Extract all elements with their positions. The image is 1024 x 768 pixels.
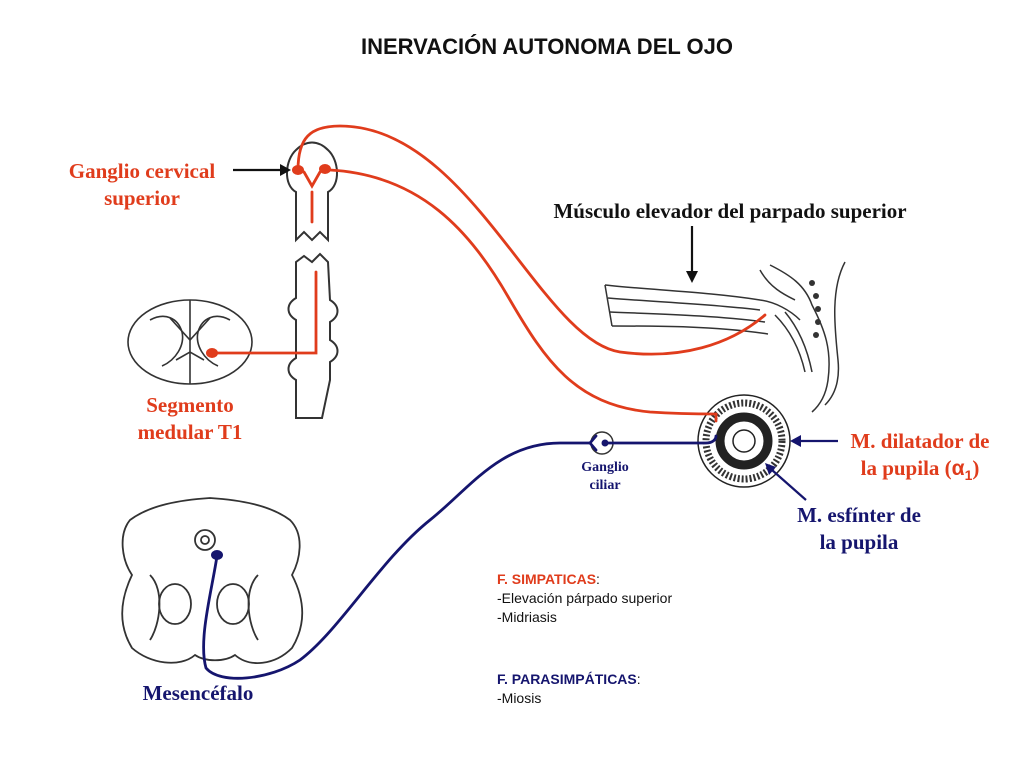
label-ganglio-ciliar-line2: ciliar (589, 478, 621, 493)
label-dilatador-line1: M. dilatador de (850, 429, 990, 453)
legend-parasimpaticas-heading: F. PARASIMPÁTICAS: (497, 670, 641, 689)
label-esfinter-line1: M. esfínter de (797, 503, 921, 527)
label-mesencefalo-text: Mesencéfalo (142, 681, 254, 705)
label-dilatador-line2-text: la pupila ( (860, 456, 952, 480)
levator-muscle (604, 261, 846, 413)
spinal-cord-section (127, 299, 253, 385)
label-musculo-elevador: Músculo elevador del parpado superior (520, 198, 940, 225)
iris (697, 394, 791, 488)
label-ganglio-ciliar: Ganglio ciliar (560, 459, 650, 495)
parasympathetic-pathway (202, 434, 718, 680)
label-esfinter-line2: la pupila (819, 530, 899, 554)
label-ganglio-cervical-line2: superior (104, 186, 180, 210)
label-segmento-line2: medular T1 (137, 420, 243, 444)
label-ganglio-cervical-line1: Ganglio cervical (68, 159, 216, 183)
label-segmento-line1: Segmento (146, 393, 234, 417)
legend-simpaticas-heading: F. SIMPATICAS: (497, 570, 672, 589)
label-mesencefalo: Mesencéfalo (118, 680, 278, 707)
parasympathetic-cell-bodies (211, 439, 609, 560)
legend-colon: : (636, 671, 641, 687)
legend-simpaticas-title: F. SIMPATICAS (497, 571, 597, 587)
sympathetic-pathway (210, 124, 767, 423)
label-dilatador: M. dilatador de la pupila (α1) (830, 428, 1010, 489)
legend-parasimpaticas: F. PARASIMPÁTICAS: -Miosis (497, 670, 641, 708)
midbrain-section (121, 497, 303, 664)
label-segmento-medular: Segmento medular T1 (110, 392, 270, 446)
label-dilatador-close: ) (972, 456, 980, 480)
alpha-subscript: 1 (964, 467, 973, 484)
iris-arrows (765, 435, 838, 501)
alpha-symbol: α (951, 457, 965, 480)
label-ganglio-cervical: Ganglio cervical superior (52, 158, 232, 212)
label-arrows (233, 164, 698, 283)
legend-parasimpaticas-item: -Miosis (497, 690, 542, 706)
legend-simpaticas-item: -Midriasis (497, 609, 557, 625)
label-esfinter: M. esfínter de la pupila (774, 502, 944, 556)
legend-parasimpaticas-title: F. PARASIMPÁTICAS (497, 671, 637, 687)
label-ganglio-ciliar-line1: Ganglio (581, 460, 629, 475)
legend-simpaticas-item: -Elevación párpado superior (497, 590, 673, 606)
legend-simpaticas: F. SIMPATICAS: -Elevación párpado superi… (497, 570, 672, 627)
label-musculo-elevador-text: Músculo elevador del parpado superior (553, 199, 907, 223)
sympathetic-chain (286, 141, 339, 419)
page-title: INERVACIÓN AUTONOMA DEL OJO (360, 34, 733, 59)
label-dilatador-line2: la pupila (α1) (830, 455, 1010, 489)
eyelid-dots (809, 280, 821, 338)
sympathetic-cell-bodies (206, 164, 331, 358)
legend-colon: : (596, 571, 600, 587)
